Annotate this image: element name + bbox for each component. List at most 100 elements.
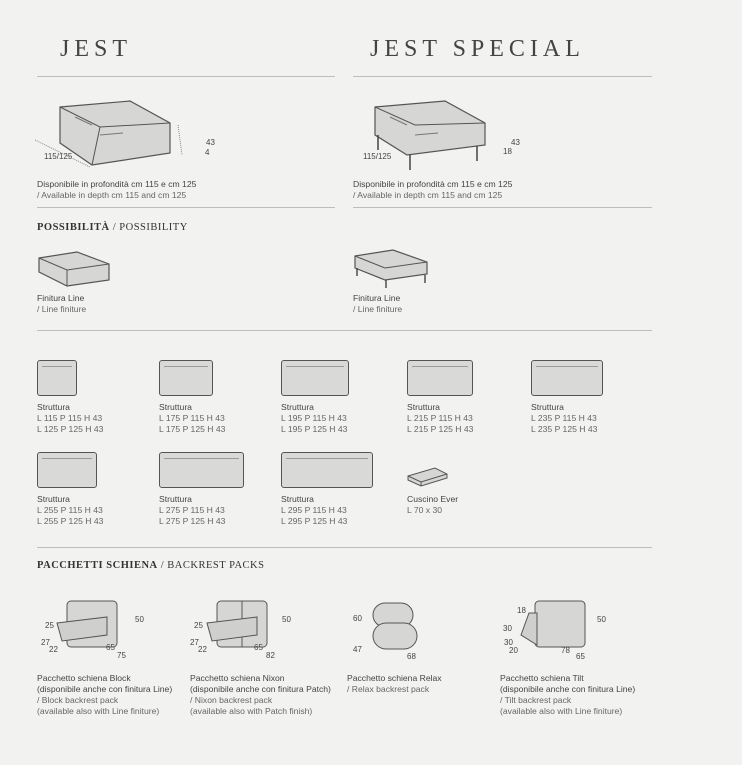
text-line: (disponibile anche con finitura Line) (500, 684, 636, 694)
text-line: L 195 P 125 H 43 (281, 424, 348, 434)
dimension-label: 18 (517, 606, 526, 615)
text-line: Finitura Line (353, 293, 401, 303)
dimension-label: 65 (106, 643, 115, 652)
text-line: L 125 P 125 H 43 (37, 424, 104, 434)
text-line: L 215 P 125 H 43 (407, 424, 474, 434)
availability-en: / Available in depth cm 115 and cm 125 (353, 190, 503, 200)
module-drawing (407, 360, 473, 396)
dimension-label: 60 (353, 614, 362, 623)
text-line: / Relax backrest pack (347, 684, 430, 694)
dim-height: 43 (206, 138, 215, 147)
text-line: Struttura (531, 402, 564, 412)
text-line: L 275 P 125 H 43 (159, 516, 226, 526)
text-line: L 255 P 115 H 43 (37, 505, 103, 515)
dimension-label: 82 (266, 651, 275, 660)
text-line: L 175 P 125 H 43 (159, 424, 226, 434)
jest-availability: Disponibile in profondità cm 115 e cm 12… (37, 179, 196, 201)
divider (353, 76, 652, 77)
divider (37, 547, 652, 548)
line-finish-drawing (38, 251, 110, 287)
text-line: L 70 x 30 (407, 505, 443, 515)
possibility-item: Finitura Line/ Line finiture (37, 293, 86, 315)
title-jest: JEST (60, 36, 133, 62)
cushion-drawing (407, 467, 448, 487)
text-line: Struttura (407, 402, 440, 412)
text-line: L 235 P 115 H 43 (531, 413, 597, 423)
text-line: (available also with Line finiture) (37, 706, 160, 716)
text-line: L 115 P 115 H 43 (37, 413, 103, 423)
dim-depth: 115/125 (363, 152, 392, 161)
possibility-heading: POSSIBILITÀ / POSSIBILITY (37, 222, 188, 233)
text-line: Struttura (159, 494, 192, 504)
module-drawing (159, 360, 213, 396)
divider (353, 207, 652, 208)
dimension-label: 68 (407, 652, 416, 661)
text-line: / Block backrest pack (37, 695, 119, 705)
dimension-label: 20 (509, 646, 518, 655)
dim-legs: 18 (503, 147, 512, 156)
relax-backrest-drawing: 60 47 68 (353, 602, 418, 661)
dimension-label: 22 (49, 645, 58, 654)
text-line: Struttura (159, 402, 192, 412)
dimension-label: 25 (45, 621, 54, 630)
text-line: / BACKREST PACKS (160, 560, 265, 571)
text-line: Struttura (281, 494, 314, 504)
module-drawing (531, 360, 603, 396)
dimension-label: 22 (198, 645, 207, 654)
jest-special-sofa-drawing: 43 18 115/125 (363, 100, 520, 170)
dimension-label: 30 (504, 638, 513, 647)
module-drawing (281, 452, 373, 488)
backrest-block: Pacchetto schiena Block(disponibile anch… (37, 673, 172, 717)
dimension-label: 30 (503, 624, 512, 633)
text-line: POSSIBILITÀ (37, 222, 110, 233)
dimension-label: 65 (254, 643, 263, 652)
divider (37, 76, 335, 77)
dimension-label: 50 (282, 615, 291, 624)
text-line: (disponibile anche con finitura Line) (37, 684, 173, 694)
text-line: Pacchetto schiena Nixon (190, 673, 285, 683)
backrest-tilt: Pacchetto schiena Tilt(disponibile anche… (500, 673, 635, 717)
dimension-label: 47 (353, 645, 362, 654)
backrest-heading: PACCHETTI SCHIENA / BACKREST PACKS (37, 560, 264, 571)
divider (37, 330, 652, 331)
dimension-label: 25 (194, 621, 203, 630)
title-jest-special: JEST SPECIAL (370, 36, 585, 62)
dimension-label: 65 (576, 652, 585, 661)
dimension-label: 50 (135, 615, 144, 624)
text-line: / Line finiture (37, 304, 87, 314)
text-line: L 175 P 115 H 43 (159, 413, 225, 423)
text-line: L 295 P 125 H 43 (281, 516, 348, 526)
dimension-label: 78 (561, 646, 570, 655)
text-line: Pacchetto schiena Block (37, 673, 131, 683)
text-line: / Line finiture (353, 304, 403, 314)
text-line: PACCHETTI SCHIENA (37, 560, 158, 571)
text-line: L 235 P 125 H 43 (531, 424, 598, 434)
availability-it: Disponibile in profondità cm 115 e cm 12… (37, 179, 197, 189)
text-line: L 215 P 115 H 43 (407, 413, 473, 423)
text-line: L 295 P 115 H 43 (281, 505, 347, 515)
dimension-label: 27 (41, 638, 50, 647)
text-line: Pacchetto schiena Relax (347, 673, 442, 683)
text-line: L 275 P 115 H 43 (159, 505, 225, 515)
text-line: Struttura (37, 402, 70, 412)
module-drawing (37, 360, 77, 396)
text-line: (disponibile anche con finitura Patch) (190, 684, 331, 694)
text-line: Struttura (281, 402, 314, 412)
module-drawing (159, 452, 244, 488)
text-line: Cuscino Ever (407, 494, 459, 504)
text-line: L 195 P 115 H 43 (281, 413, 347, 423)
text-line: (available also with Patch finish) (190, 706, 313, 716)
dim-depth: 115/125 (44, 152, 73, 161)
text-line: / Tilt backrest pack (500, 695, 572, 705)
module-drawing (281, 360, 349, 396)
backrest-relax: Pacchetto schiena Relax/ Relax backrest … (347, 673, 442, 695)
